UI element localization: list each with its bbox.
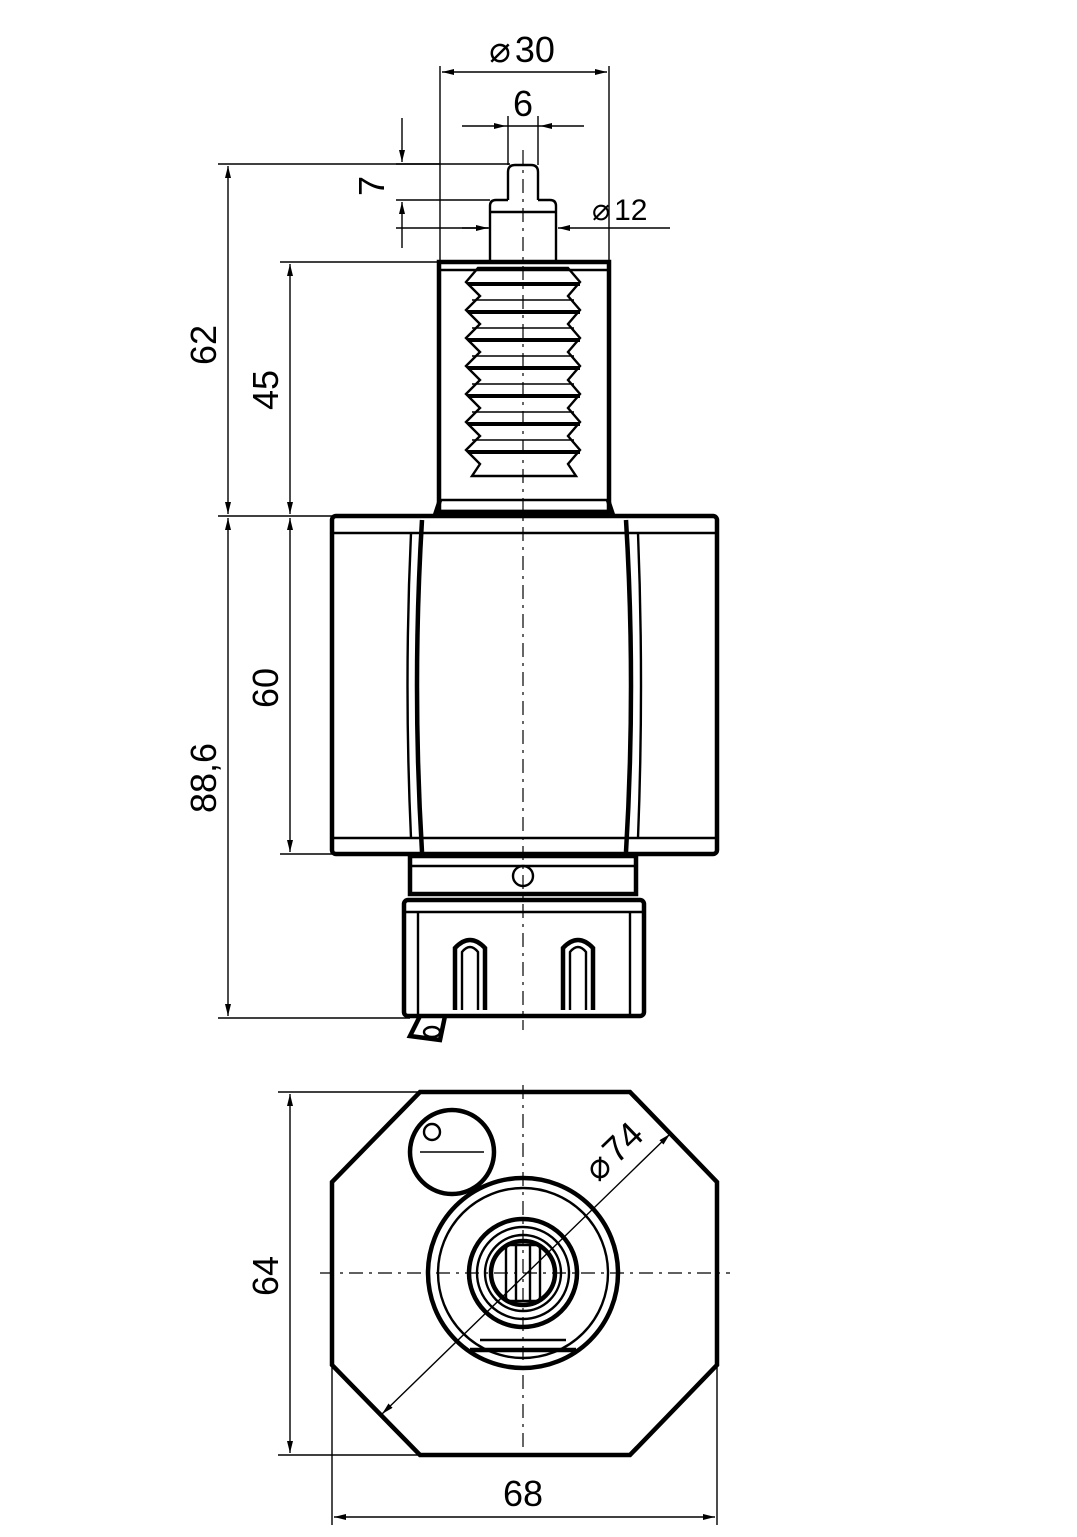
dim-text-68: 68 bbox=[503, 1473, 543, 1514]
dim-text-60: 60 bbox=[245, 668, 286, 708]
main-body bbox=[329, 513, 720, 857]
dim-text-88-6: 88,6 bbox=[183, 743, 224, 813]
dim-text-45: 45 bbox=[245, 370, 286, 410]
dim-text-74: ⌀74 bbox=[575, 1113, 651, 1188]
dim-text-64: 64 bbox=[245, 1256, 286, 1296]
clamp-nut bbox=[401, 897, 647, 1043]
coolant-port bbox=[407, 1107, 497, 1197]
front-view: ⌀74 64 68 bbox=[245, 1085, 730, 1525]
collar bbox=[407, 853, 639, 897]
dim-line-74 bbox=[381, 1133, 671, 1415]
front-outline bbox=[329, 1089, 720, 1458]
shank bbox=[432, 259, 616, 515]
dim-text-7: 7 bbox=[351, 176, 392, 196]
drive-tang bbox=[488, 163, 558, 262]
dim-text-6: 6 bbox=[513, 83, 533, 124]
side-view: ⌀30 6 7 ⌀12 62 45 60 88,6 bbox=[183, 29, 720, 1043]
dim-text-62: 62 bbox=[183, 325, 224, 365]
dim-text-30: ⌀30 bbox=[489, 29, 555, 70]
dim-text-12: ⌀12 bbox=[592, 194, 647, 227]
